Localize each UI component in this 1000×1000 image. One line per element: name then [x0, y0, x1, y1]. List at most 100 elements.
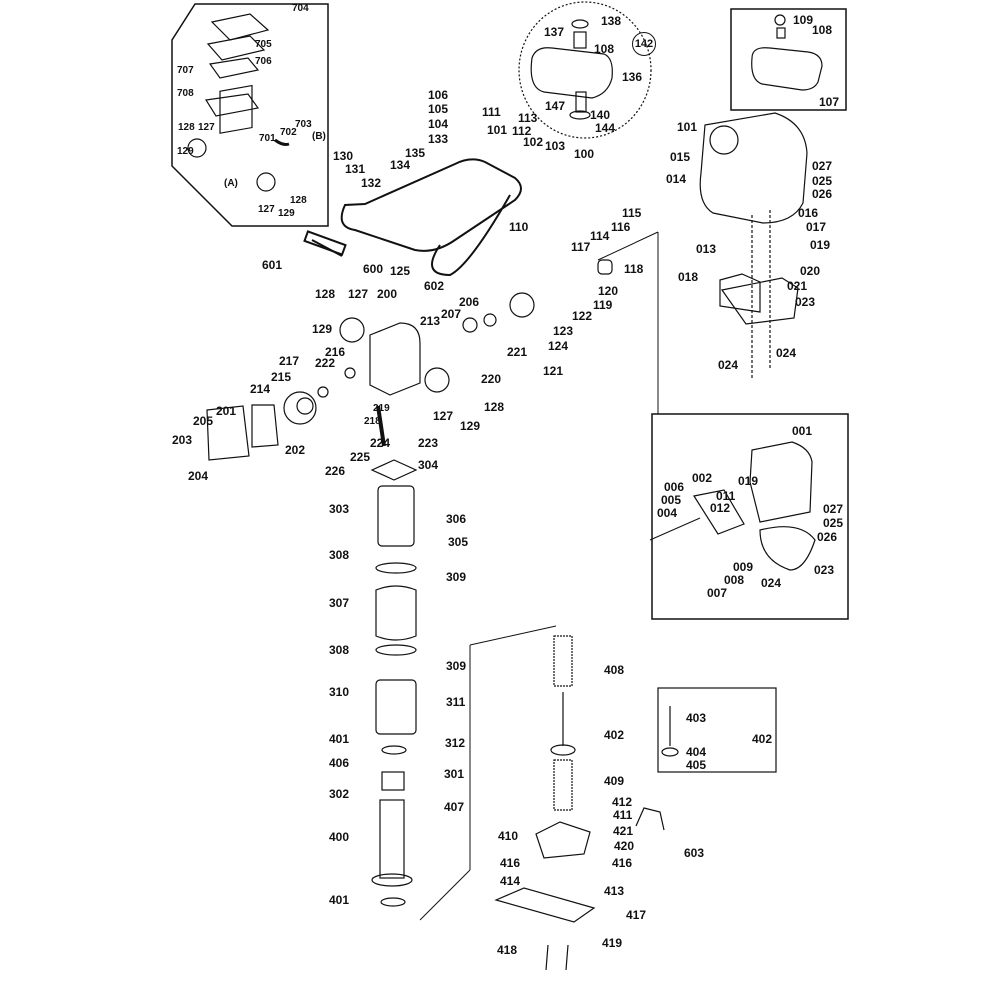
callout-206: 206 — [459, 295, 480, 309]
connection-lines — [419, 231, 701, 921]
callout-214: 214 — [250, 382, 271, 396]
callout-310: 310 — [329, 685, 350, 699]
callout-020: 020 — [800, 264, 821, 278]
callout-215: 215 — [271, 370, 292, 384]
callout-B: (B) — [312, 131, 326, 142]
callout-025: 025 — [823, 516, 844, 530]
muffler-cover-box — [730, 8, 847, 111]
callout-133: 133 — [428, 132, 449, 146]
callout-112: 112 — [512, 124, 532, 138]
handle-frame-art — [303, 158, 522, 277]
callout-410: 410 — [498, 829, 519, 843]
callout-103: 103 — [545, 139, 566, 153]
callout-301: 301 — [444, 767, 465, 781]
callout-414: 414 — [500, 874, 521, 888]
callout-401: 401 — [329, 893, 350, 907]
callout-302: 302 — [329, 787, 350, 801]
callout-140: 140 — [590, 108, 611, 122]
callout-130: 130 — [333, 149, 354, 163]
callout-702: 702 — [280, 127, 297, 138]
muffler-cover-art — [751, 14, 823, 91]
callout-708: 708 — [177, 88, 194, 99]
callout-128: 128 — [484, 400, 505, 414]
callout-402: 402 — [604, 728, 625, 742]
callout-026: 026 — [812, 187, 833, 201]
callout-311: 311 — [446, 695, 466, 709]
callout-202: 202 — [285, 443, 306, 457]
callout-026: 026 — [817, 530, 838, 544]
callout-306: 306 — [446, 512, 467, 526]
callout-703: 703 — [295, 119, 312, 130]
callout-110: 110 — [509, 220, 529, 234]
callout-144: 144 — [595, 121, 616, 135]
callout-309: 309 — [446, 659, 467, 673]
callout-021: 021 — [787, 279, 808, 293]
callout-014: 014 — [666, 172, 687, 186]
callout-416: 416 — [500, 856, 521, 870]
callout-131: 131 — [345, 162, 366, 176]
callout-001: 001 — [792, 424, 813, 438]
callout-108: 108 — [812, 23, 833, 37]
callout-116: 116 — [611, 220, 631, 234]
air-cleaner-inset-frame — [171, 3, 329, 227]
callout-137: 137 — [544, 25, 565, 39]
callout-019: 019 — [738, 474, 759, 488]
callout-023: 023 — [814, 563, 835, 577]
callout-023: 023 — [795, 295, 816, 309]
callout-219: 219 — [373, 403, 390, 414]
callout-015: 015 — [670, 150, 691, 164]
engine-detail-art — [693, 441, 816, 571]
callout-704: 704 — [292, 3, 309, 14]
callout-129: 129 — [312, 322, 333, 336]
engine-detail-box — [651, 413, 849, 620]
callout-009: 009 — [733, 560, 754, 574]
callout-406: 406 — [329, 756, 350, 770]
callout-407: 407 — [444, 800, 465, 814]
callout-223: 223 — [418, 436, 439, 450]
callout-142-circled: 142 — [632, 32, 656, 56]
callout-138: 138 — [601, 14, 622, 28]
callout-417: 417 — [626, 908, 647, 922]
callout-204: 204 — [188, 469, 209, 483]
callout-403: 403 — [686, 711, 707, 725]
callout-707: 707 — [177, 65, 194, 76]
callout-123: 123 — [553, 324, 574, 338]
callout-114: 114 — [590, 229, 610, 243]
callout-222: 222 — [315, 356, 336, 370]
crankcase-art — [206, 259, 613, 461]
callout-127: 127 — [433, 409, 454, 423]
callout-002: 002 — [692, 471, 713, 485]
callout-012: 012 — [710, 501, 731, 515]
callout-013: 013 — [696, 242, 717, 256]
callout-125: 125 — [390, 264, 411, 278]
callout-135: 135 — [405, 146, 426, 160]
callout-307: 307 — [329, 596, 350, 610]
callout-128: 128 — [290, 195, 307, 206]
callout-011: 011 — [716, 489, 736, 503]
callout-416: 416 — [612, 856, 633, 870]
callout-419: 419 — [602, 936, 623, 950]
callout-420: 420 — [614, 839, 635, 853]
callout-603: 603 — [684, 846, 705, 860]
callout-601: 601 — [262, 258, 283, 272]
callout-127: 127 — [198, 122, 215, 133]
callout-303: 303 — [329, 502, 350, 516]
callout-024: 024 — [761, 576, 782, 590]
callout-129: 129 — [460, 419, 481, 433]
callout-136: 136 — [622, 70, 643, 84]
callout-113: 113 — [518, 111, 538, 125]
callout-025: 025 — [812, 174, 833, 188]
callout-205: 205 — [193, 414, 214, 428]
callout-107: 107 — [819, 95, 840, 109]
callout-100: 100 — [574, 147, 595, 161]
callout-117: 117 — [571, 240, 591, 254]
fuel-tank-dashed-circle — [518, 1, 652, 139]
callout-404: 404 — [686, 745, 707, 759]
callout-024: 024 — [776, 346, 797, 360]
callout-121: 121 — [543, 364, 564, 378]
callout-019: 019 — [810, 238, 831, 252]
callout-706: 706 — [255, 56, 272, 67]
callout-118: 118 — [624, 262, 644, 276]
callout-A: (A) — [224, 178, 238, 189]
callout-224: 224 — [370, 436, 391, 450]
